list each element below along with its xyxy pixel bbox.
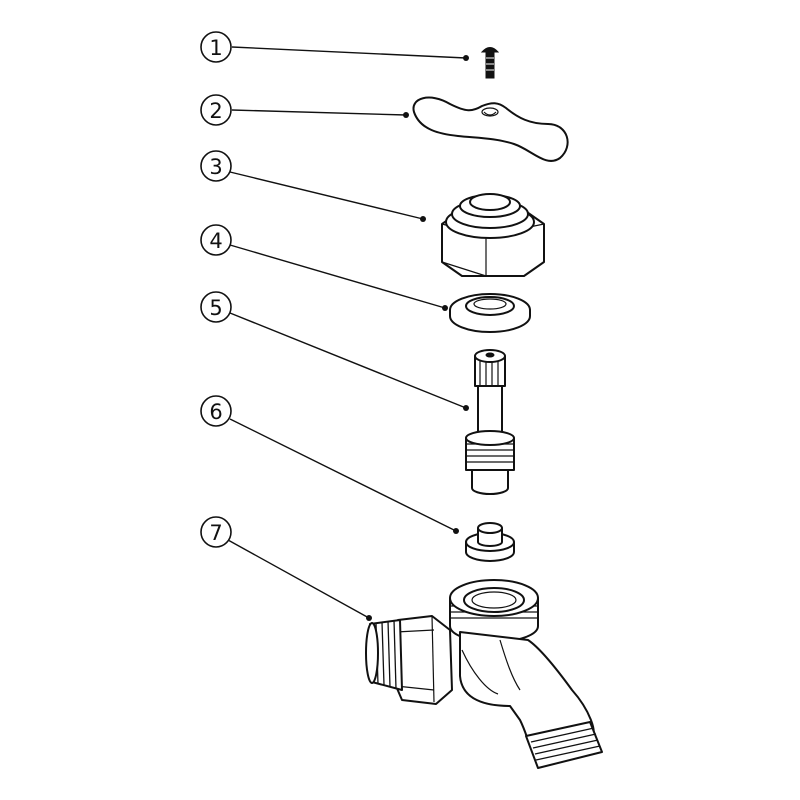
leader-dot-6 xyxy=(453,528,459,534)
callout-6: 6 xyxy=(200,395,232,427)
handle-icon xyxy=(412,96,569,162)
leader-line-3 xyxy=(229,171,424,220)
callout-3: 3 xyxy=(200,150,232,182)
callout-number: 7 xyxy=(209,521,222,545)
leader-dot-4 xyxy=(442,305,448,311)
callout-1: 1 xyxy=(200,31,232,63)
leader-line-6 xyxy=(229,418,457,532)
callout-4: 4 xyxy=(200,224,232,256)
callout-2: 2 xyxy=(200,94,232,126)
leader-line-4 xyxy=(229,244,446,309)
callout-number: 3 xyxy=(209,155,222,179)
callout-number: 5 xyxy=(209,296,222,320)
faucet-body-icon xyxy=(365,579,603,769)
leader-dot-7 xyxy=(366,615,372,621)
washer-icon xyxy=(449,293,531,333)
callout-number: 1 xyxy=(209,36,222,60)
callout-number: 4 xyxy=(209,229,222,253)
screw-icon xyxy=(480,47,500,79)
leader-line-1 xyxy=(231,46,467,59)
hex-nut-icon xyxy=(441,193,545,277)
leader-dot-1 xyxy=(463,55,469,61)
leader-dot-2 xyxy=(403,112,409,118)
valve-seat-icon xyxy=(465,522,515,562)
callout-number: 2 xyxy=(209,99,222,123)
leader-line-7 xyxy=(227,539,370,619)
leader-dot-3 xyxy=(420,216,426,222)
spindle-icon xyxy=(465,349,515,495)
callout-number: 6 xyxy=(209,400,222,424)
leader-line-5 xyxy=(229,312,467,409)
callout-5: 5 xyxy=(200,291,232,323)
callout-7: 7 xyxy=(200,516,232,548)
leader-line-2 xyxy=(231,109,407,116)
leader-dot-5 xyxy=(463,405,469,411)
leader-lines xyxy=(227,46,469,621)
